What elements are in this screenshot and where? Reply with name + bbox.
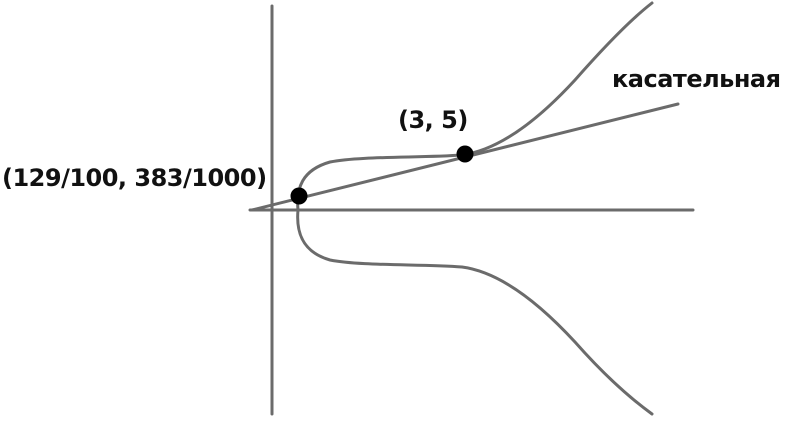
curve-lower-branch <box>296 208 654 416</box>
point-2-label: (3, 5) <box>398 106 468 134</box>
tangent-label: касательная <box>612 65 781 93</box>
point-129-100-383-1000 <box>290 187 308 205</box>
point-1-label: (129/100, 383/1000) <box>2 164 267 192</box>
point-3-5 <box>456 145 474 163</box>
curve-upper-branch <box>296 1 654 212</box>
